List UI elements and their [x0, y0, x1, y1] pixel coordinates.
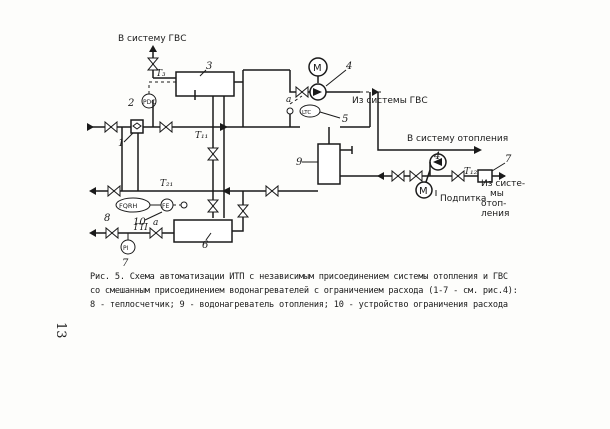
- label-pdc: PDC: [143, 99, 155, 106]
- label-from-heating-1: Из систе-: [481, 179, 525, 189]
- label-fqrh: FQRH: [119, 202, 137, 210]
- valve-supply-1: [104, 120, 118, 134]
- num-2: 2: [127, 98, 134, 109]
- valve-hx6-right: [236, 204, 250, 218]
- label-ltc: LTC: [302, 110, 311, 116]
- num-4-top: 4: [345, 61, 352, 72]
- device-1: [130, 119, 144, 134]
- label-from-heating-4: ления: [481, 209, 509, 219]
- pipe-to-pump-top: [289, 70, 360, 93]
- label-from-heating-2: мы: [490, 189, 504, 199]
- num-7-bottom: 7: [122, 258, 129, 269]
- valves-return-main: [107, 184, 279, 198]
- label-gp: ГП: [133, 223, 148, 233]
- valve-supply-2: [159, 120, 173, 134]
- label-to-heating: В систему отопления: [407, 134, 508, 144]
- num-6: 6: [202, 240, 209, 251]
- label-from-gvs: Из системы ГВС: [352, 96, 428, 106]
- heat-exchanger-9: [317, 143, 341, 185]
- num-9: 9: [296, 157, 303, 168]
- heat-exchanger-6: [173, 219, 233, 243]
- valves-center-riser: [206, 147, 220, 213]
- num-4-bottom: 4: [433, 151, 440, 162]
- device-7-right: [477, 169, 493, 183]
- label-motor-top: М: [313, 63, 322, 74]
- label-a-top: а: [286, 95, 291, 105]
- caption-line-2: со смешанным присоединением водонагреват…: [90, 286, 518, 296]
- valves-bottom: [105, 226, 163, 240]
- label-fe: FE: [162, 203, 169, 210]
- to-heating-line: [377, 92, 478, 151]
- label-from-heating-3: отоп-: [481, 199, 506, 209]
- caption-line-1: Рис. 5. Схема автоматизации ИТП с незави…: [90, 272, 508, 282]
- motor-bottom: [415, 181, 433, 199]
- num-7-right: 7: [505, 154, 512, 165]
- num-3: 3: [206, 61, 212, 72]
- device-5: [299, 104, 321, 118]
- label-t12: T₁₂: [464, 167, 478, 177]
- caption-line-3: 8 - теплосчетчик; 9 - водонагреватель от…: [90, 300, 508, 310]
- valve-gvs-top: [146, 57, 160, 71]
- num-10: 10: [133, 217, 146, 228]
- label-to-gvs: В систему ГВС: [118, 34, 186, 44]
- num-5: 5: [342, 114, 348, 125]
- valve-pump-top: [295, 85, 309, 99]
- page-number: 13: [53, 322, 68, 339]
- label-motor-bottom: М: [419, 186, 428, 197]
- label-t3: T₃: [156, 69, 166, 79]
- arrow-up-gvs: [149, 45, 157, 52]
- label-t21: T₂₁: [160, 179, 173, 189]
- valves-return-row: [391, 169, 465, 183]
- num-1: 1: [118, 138, 124, 149]
- label-pi: PI: [123, 245, 129, 252]
- num-8: 8: [104, 213, 110, 224]
- label-makeup: Подпитка: [440, 194, 486, 204]
- heat-exchanger-3: [175, 71, 235, 97]
- label-t11: T₁₁: [195, 131, 208, 141]
- label-a-bottom: а: [153, 218, 158, 228]
